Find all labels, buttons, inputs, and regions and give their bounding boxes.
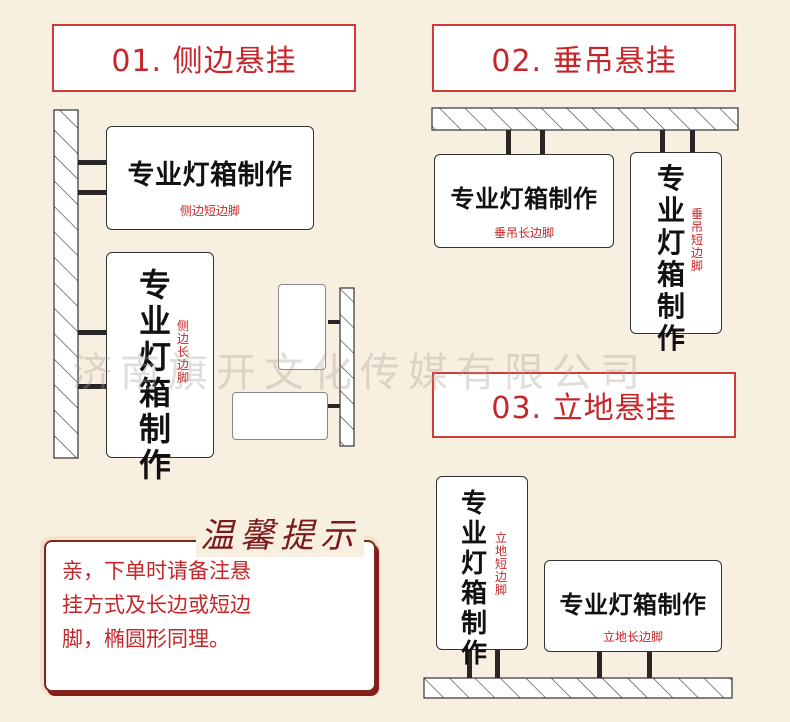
post — [495, 648, 500, 678]
sign-label: 侧边短边脚 — [179, 204, 240, 218]
sign-hang-short: 专业灯 箱制作 垂吊短 边脚 — [630, 152, 722, 355]
post — [647, 650, 652, 678]
bracket — [78, 384, 108, 389]
sign-text-vertical: 专业灯 箱制作 — [657, 162, 686, 355]
sign-label: 立地长边脚 — [602, 630, 663, 644]
bracket — [78, 330, 108, 335]
small-wall — [339, 287, 355, 447]
tip-line: 脚，椭圆形同理。 — [62, 627, 230, 651]
tip-line: 挂方式及长边或短边 — [62, 593, 251, 617]
empty-sign-panel — [278, 284, 326, 370]
bracket — [78, 190, 108, 195]
sign-ground-short: 专业灯 箱制作 立地短 边脚 — [436, 476, 528, 669]
watermark: 济南旗开文化传媒有限公司 — [72, 350, 648, 396]
sign-label-vertical: 侧边长 边脚 — [177, 318, 190, 385]
sign-ground-long: 专业灯箱制作 立地长边脚 — [544, 560, 722, 652]
ceiling — [431, 107, 739, 131]
sign-text: 专业灯箱制作 — [127, 160, 293, 191]
bracket — [328, 404, 340, 408]
sign-hang-long: 专业灯箱制作 垂吊长边脚 — [434, 154, 614, 248]
section-title-side: 01. 侧边悬挂 — [52, 24, 356, 92]
rod — [506, 130, 511, 156]
tip-title: 温馨提示 — [196, 508, 364, 557]
rod — [540, 130, 545, 156]
tip-line: 亲，下单时请备注悬 — [62, 559, 251, 583]
post — [467, 648, 472, 678]
left-wall — [53, 109, 79, 459]
bracket — [328, 320, 340, 324]
empty-sign-panel — [232, 392, 328, 440]
sign-text-vertical: 专业灯 箱制作 — [461, 489, 488, 669]
floor — [423, 677, 733, 699]
tip-box: 亲，下单时请备注悬 挂方式及长边或短边 脚，椭圆形同理。 — [44, 540, 376, 692]
sign-text: 专业灯箱制作 — [450, 185, 598, 213]
rod — [660, 130, 665, 154]
post — [597, 650, 602, 678]
sign-text-vertical: 专业灯 箱制作 — [139, 266, 172, 484]
rod — [690, 130, 695, 154]
sign-side-short: 专业灯箱制作 侧边短边脚 — [106, 126, 314, 230]
sign-label: 垂吊长边脚 — [493, 226, 554, 240]
section-title-hang: 02. 垂吊悬挂 — [432, 24, 736, 92]
sign-text: 专业灯箱制作 — [559, 591, 707, 619]
sign-label-vertical: 垂吊短 边脚 — [691, 206, 704, 273]
sign-side-long: 专业灯 箱制作 侧边长 边脚 — [106, 252, 214, 484]
bracket — [78, 160, 108, 165]
sign-label-vertical: 立地短 边脚 — [495, 530, 508, 597]
section-title-ground: 03. 立地悬挂 — [432, 372, 736, 438]
